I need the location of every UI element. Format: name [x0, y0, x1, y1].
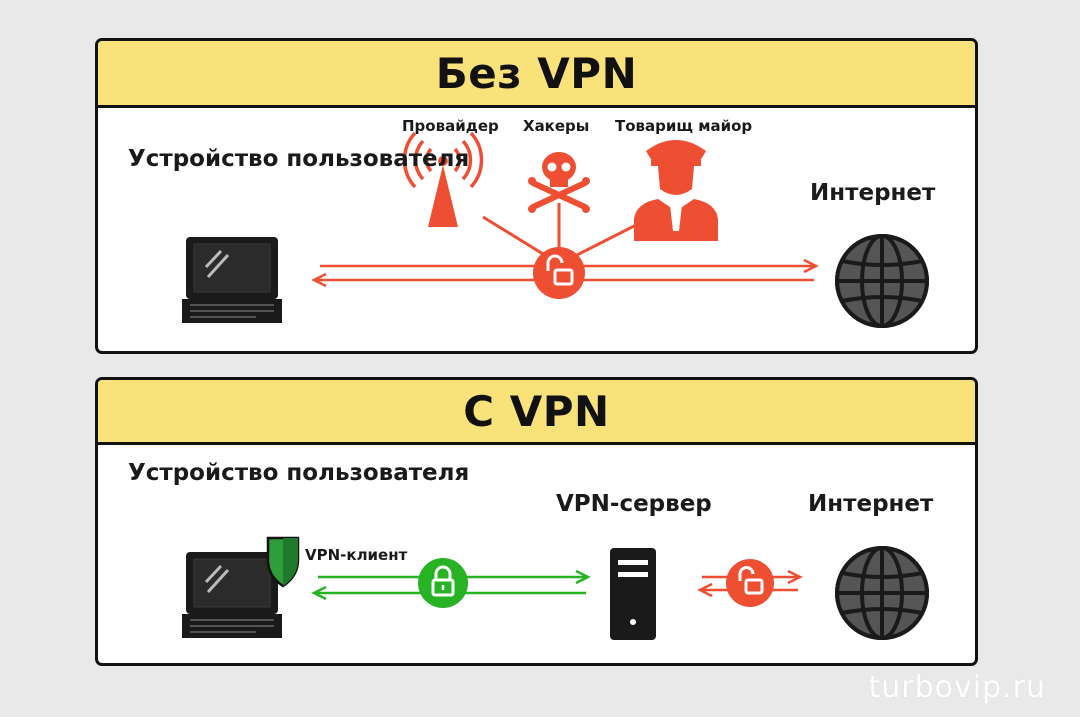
- device-label: Устройство пользователя: [128, 146, 470, 172]
- police-officer-icon: [634, 140, 718, 241]
- skull-crossbones-icon: [528, 152, 590, 213]
- internet-label: Интернет: [808, 491, 934, 517]
- provider-label: Провайдер: [402, 117, 499, 135]
- watermark: turbovip.ru: [868, 670, 1046, 705]
- vpn-server-label: VPN-сервер: [556, 491, 712, 517]
- panel-with-vpn: С VPN: [95, 377, 978, 666]
- laptop-icon: [182, 552, 282, 638]
- globe-icon: [835, 234, 929, 328]
- radio-tower-icon: [402, 131, 484, 227]
- internet-label: Интернет: [810, 180, 936, 206]
- unlocked-padlock-icon: [726, 559, 774, 607]
- vpn-client-label: VPN-клиент: [305, 546, 408, 564]
- threat-links: [482, 203, 639, 259]
- device-label: Устройство пользователя: [128, 460, 470, 486]
- shield-icon: [266, 536, 300, 588]
- diagram-without-vpn: [182, 131, 929, 328]
- major-label: Товарищ майор: [615, 117, 753, 135]
- globe-icon: [835, 546, 929, 640]
- unlocked-padlock-icon: [533, 247, 585, 299]
- panel-title: С VPN: [98, 380, 975, 445]
- panel-without-vpn: Без VPN: [95, 38, 978, 354]
- panel-title: Без VPN: [98, 41, 975, 108]
- vpn-server-icon: [610, 548, 656, 640]
- hackers-label: Хакеры: [523, 117, 590, 135]
- locked-padlock-icon: [418, 558, 468, 608]
- diagram-with-vpn: [182, 536, 929, 640]
- laptop-icon: [182, 237, 282, 323]
